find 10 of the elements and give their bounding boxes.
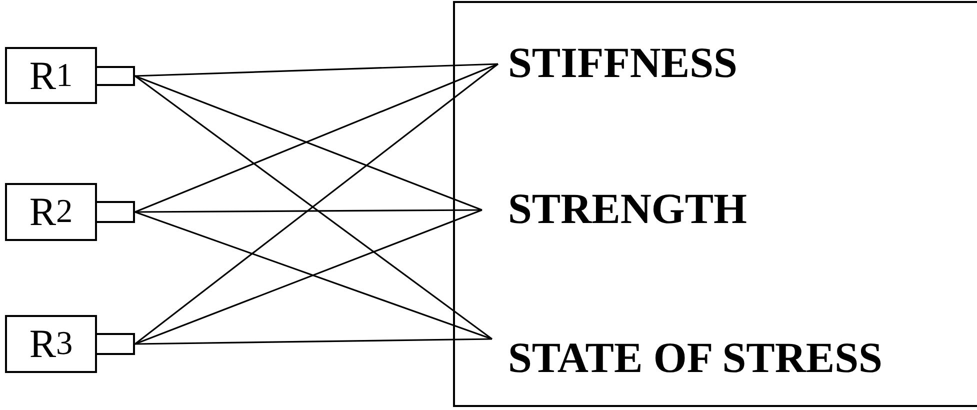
connector-line [134, 63, 498, 77]
connector-block [95, 201, 135, 223]
connector-line [134, 338, 492, 345]
property-label: STIFFNESS [498, 42, 918, 86]
property-label: STRENGTH [498, 188, 918, 232]
connector-block [95, 66, 135, 86]
property-label: STATE OF STRESS [498, 337, 970, 381]
connector-line [135, 209, 482, 213]
frame-box [453, 1, 977, 407]
connector-block [95, 333, 135, 355]
